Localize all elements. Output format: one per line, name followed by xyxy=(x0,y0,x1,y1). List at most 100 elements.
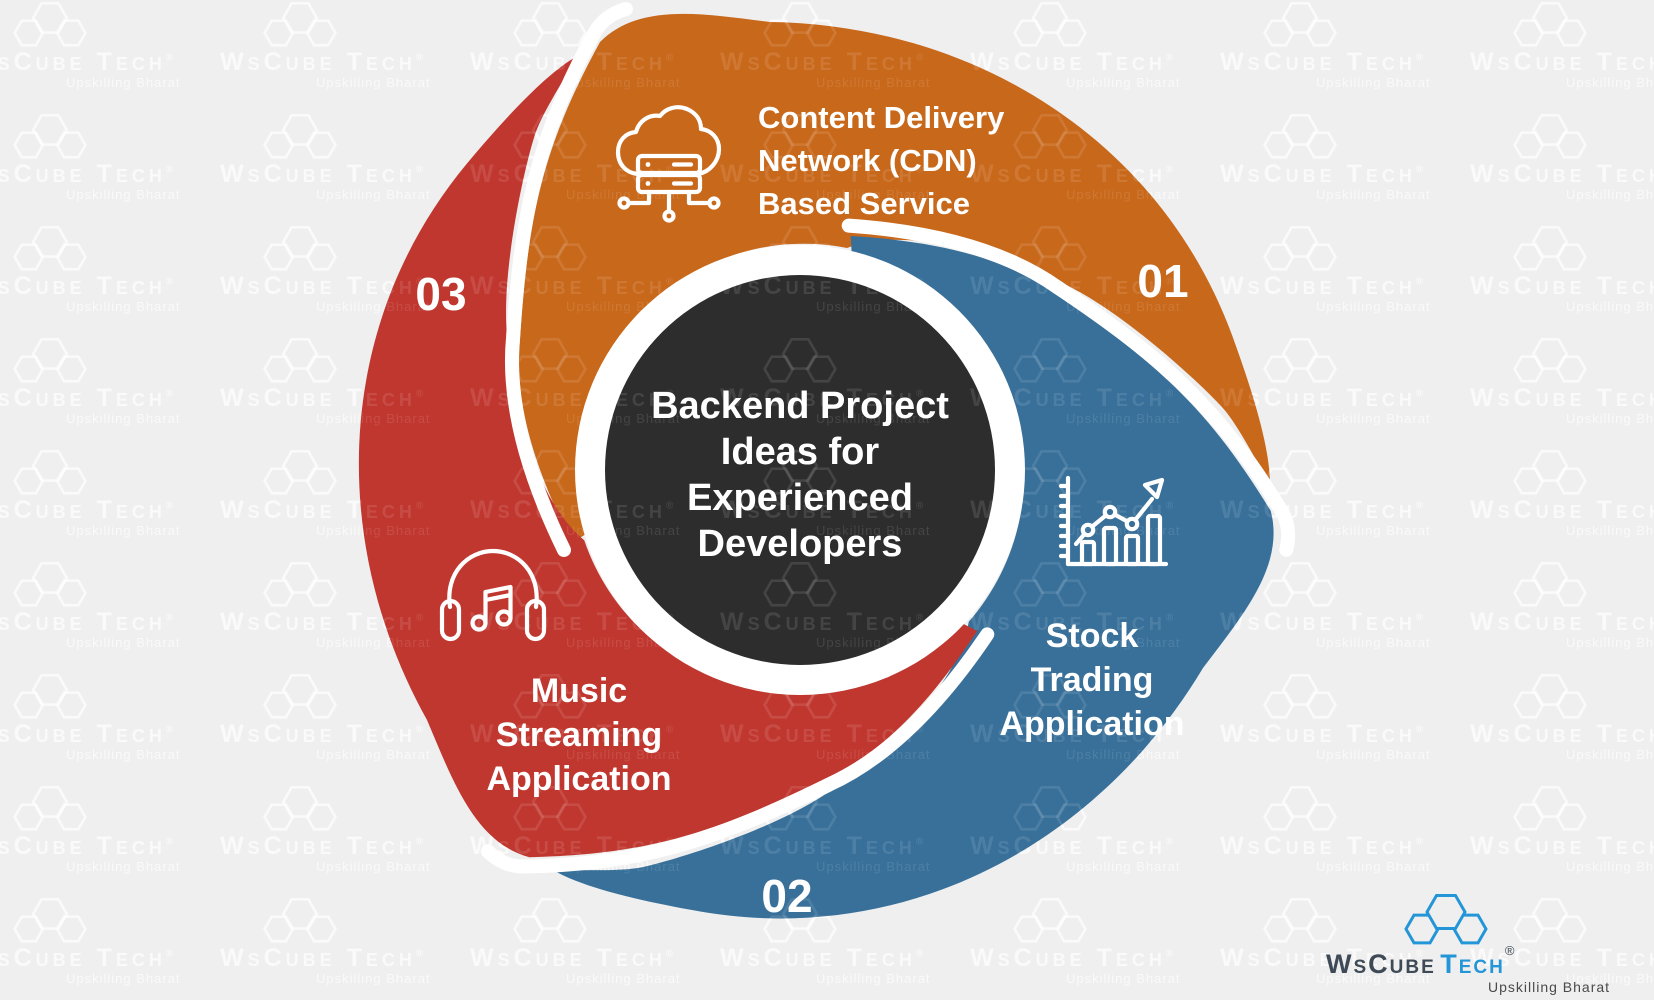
watermark-registered-mark: ® xyxy=(165,52,174,64)
watermark-registered-mark: ® xyxy=(165,388,174,400)
watermark-tile: WsCube Tech®Upskilling Bharat xyxy=(0,674,220,763)
watermark-tagline: Upskilling Bharat xyxy=(816,971,931,986)
registered-mark: ® xyxy=(1504,943,1515,958)
watermark-tagline: Upskilling Bharat xyxy=(1316,635,1431,650)
watermark-hexagons-icon xyxy=(263,2,337,47)
watermark-hexagons-icon xyxy=(263,226,337,271)
watermark-brand: WsCube Tech® xyxy=(1220,720,1424,748)
watermark-registered-mark: ® xyxy=(165,724,174,736)
watermark-hexagons-icon xyxy=(513,674,587,719)
watermark-tile: WsCube Tech®Upskilling Bharat xyxy=(220,114,470,203)
watermark-tile: WsCube Tech®Upskilling Bharat xyxy=(0,226,220,315)
watermark-hexagons-icon xyxy=(263,338,337,383)
center-title-line4: Developers xyxy=(698,523,903,565)
watermark-tagline: Upskilling Bharat xyxy=(66,187,181,202)
watermark-hexagons-icon xyxy=(1263,562,1337,607)
watermark-tile: WsCube Tech®Upskilling Bharat xyxy=(720,786,970,875)
watermark-brand: WsCube Tech® xyxy=(970,608,1174,636)
watermark-brand: WsCube Tech® xyxy=(970,832,1174,860)
logo-tagline: Upskilling Bharat xyxy=(1488,979,1611,995)
watermark-tagline: Upskilling Bharat xyxy=(66,75,181,90)
watermark-registered-mark: ® xyxy=(1165,164,1174,176)
watermark-hexagons-icon xyxy=(13,562,87,607)
watermark-tagline: Upskilling Bharat xyxy=(316,187,431,202)
watermark-brand: WsCube Tech® xyxy=(1220,832,1424,860)
watermark-tagline: Upskilling Bharat xyxy=(1066,747,1181,762)
watermark-hexagons-icon xyxy=(513,450,587,495)
watermark-registered-mark: ® xyxy=(1415,52,1424,64)
watermark-tile: WsCube Tech®Upskilling Bharat xyxy=(1220,226,1470,315)
watermark-tile: WsCube Tech®Upskilling Bharat xyxy=(970,338,1220,427)
watermark-tile: WsCube Tech®Upskilling Bharat xyxy=(470,674,720,763)
watermark-tile: WsCube Tech®Upskilling Bharat xyxy=(220,562,470,651)
watermark-brand: WsCube Tech® xyxy=(720,720,924,748)
watermark-brand: WsCube Tech® xyxy=(1220,608,1424,636)
watermark-brand: WsCube Tech® xyxy=(1470,720,1654,748)
watermark-hexagons-icon xyxy=(1263,114,1337,159)
watermark-tile: WsCube Tech®Upskilling Bharat xyxy=(970,674,1220,763)
watermark-tagline: Upskilling Bharat xyxy=(1566,75,1654,90)
watermark-tile: WsCube Tech®Upskilling Bharat xyxy=(0,114,220,203)
watermark-brand: WsCube Tech® xyxy=(220,832,424,860)
watermark-registered-mark: ® xyxy=(415,612,424,624)
watermark-tagline: Upskilling Bharat xyxy=(566,971,681,986)
watermark-tagline: Upskilling Bharat xyxy=(1066,971,1181,986)
watermark-hexagons-icon xyxy=(513,114,587,159)
watermark-tagline: Upskilling Bharat xyxy=(1566,411,1654,426)
watermark-tagline: Upskilling Bharat xyxy=(1566,299,1654,314)
watermark-hexagons-icon xyxy=(1013,226,1087,271)
watermark-brand: WsCube Tech® xyxy=(970,496,1174,524)
watermark-brand: WsCube Tech® xyxy=(1470,832,1654,860)
watermark-hexagons-icon xyxy=(763,114,837,159)
watermark-tile: WsCube Tech®Upskilling Bharat xyxy=(470,226,720,315)
segment-02-shape xyxy=(552,236,1274,919)
watermark-brand: WsCube Tech® xyxy=(720,496,924,524)
watermark-hexagons-icon xyxy=(513,898,587,943)
watermark-tagline: Upskilling Bharat xyxy=(66,187,181,202)
watermark-hexagons-icon xyxy=(1013,898,1087,943)
watermark-tile: WsCube Tech®Upskilling Bharat xyxy=(470,786,720,875)
watermark-tile: WsCube Tech®Upskilling Bharat xyxy=(470,114,720,203)
watermark-registered-mark: ® xyxy=(165,724,174,736)
watermark-registered-mark: ® xyxy=(165,612,174,624)
watermark-registered-mark: ® xyxy=(1165,276,1174,288)
watermark-registered-mark: ® xyxy=(415,836,424,848)
watermark-registered-mark: ® xyxy=(915,164,924,176)
watermark-registered-mark: ® xyxy=(1165,164,1174,176)
watermark-hexagons-icon xyxy=(1013,674,1087,719)
watermark-tile: WsCube Tech®Upskilling Bharat xyxy=(1470,450,1654,539)
watermark-brand: WsCube Tech® xyxy=(220,48,424,76)
watermark-tagline: Upskilling Bharat xyxy=(316,971,431,986)
watermark-tagline: Upskilling Bharat xyxy=(566,523,681,538)
watermark-registered-mark: ® xyxy=(1415,276,1424,288)
watermark-tagline: Upskilling Bharat xyxy=(816,299,931,314)
watermark-brand: WsCube Tech® xyxy=(220,272,424,300)
watermark-tagline: Upskilling Bharat xyxy=(1066,75,1181,90)
watermark-registered-mark: ® xyxy=(415,388,424,400)
watermark-hexagons-icon xyxy=(763,786,837,831)
watermark-tile: WsCube Tech®Upskilling Bharat xyxy=(1220,562,1470,651)
watermark-registered-mark: ® xyxy=(1165,276,1174,288)
watermark-brand: WsCube Tech® xyxy=(220,160,424,188)
watermark-tagline: Upskilling Bharat xyxy=(66,299,181,314)
watermark-tile: WsCube Tech®Upskilling Bharat xyxy=(720,674,970,763)
watermark-brand: WsCube Tech® xyxy=(970,832,1174,860)
watermark-tagline: Upskilling Bharat xyxy=(316,635,431,650)
segment-01-shape xyxy=(518,13,1270,543)
watermark-brand: WsCube Tech® xyxy=(470,720,674,748)
watermark-hexagons-icon xyxy=(1013,562,1087,607)
watermark-brand: WsCube Tech® xyxy=(1220,160,1424,188)
watermark-tile: WsCube Tech®Upskilling Bharat xyxy=(970,2,1220,91)
watermark-hexagons-icon xyxy=(13,226,87,271)
watermark-brand: WsCube Tech® xyxy=(720,160,924,188)
watermark-registered-mark: ® xyxy=(915,612,924,624)
watermark-registered-mark: ® xyxy=(915,164,924,176)
watermark-registered-mark: ® xyxy=(1415,52,1424,64)
watermark-brand: WsCube Tech® xyxy=(1470,272,1654,300)
music-label-line2: Streaming xyxy=(496,716,662,754)
watermark-tile: WsCube Tech®Upskilling Bharat xyxy=(0,562,220,651)
watermark-tile: WsCube Tech®Upskilling Bharat xyxy=(970,674,1220,763)
watermark-registered-mark: ® xyxy=(1415,836,1424,848)
watermark-registered-mark: ® xyxy=(915,276,924,288)
